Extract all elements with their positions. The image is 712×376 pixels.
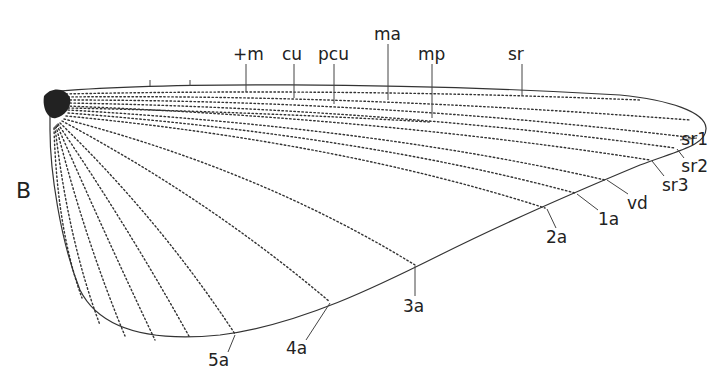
vein-label: +m	[233, 46, 264, 63]
vein-label: sr2	[681, 158, 708, 175]
vein-label: mp	[418, 46, 445, 63]
figure-letter: B	[16, 180, 31, 202]
vein-label: cu	[282, 46, 302, 63]
vein-label: vd	[627, 195, 648, 212]
vein-label: sr1	[681, 131, 708, 148]
vein-label: ma	[374, 26, 401, 43]
vein-label: sr	[508, 46, 524, 63]
vein-label: pcu	[318, 46, 349, 63]
vein-label: 5a	[208, 352, 229, 369]
vein-label: 4a	[286, 340, 307, 357]
vein-label: 3a	[403, 298, 424, 315]
vein-label: sr3	[662, 177, 689, 194]
vein-label: 2a	[546, 229, 567, 246]
vein-label: 1a	[598, 211, 619, 228]
